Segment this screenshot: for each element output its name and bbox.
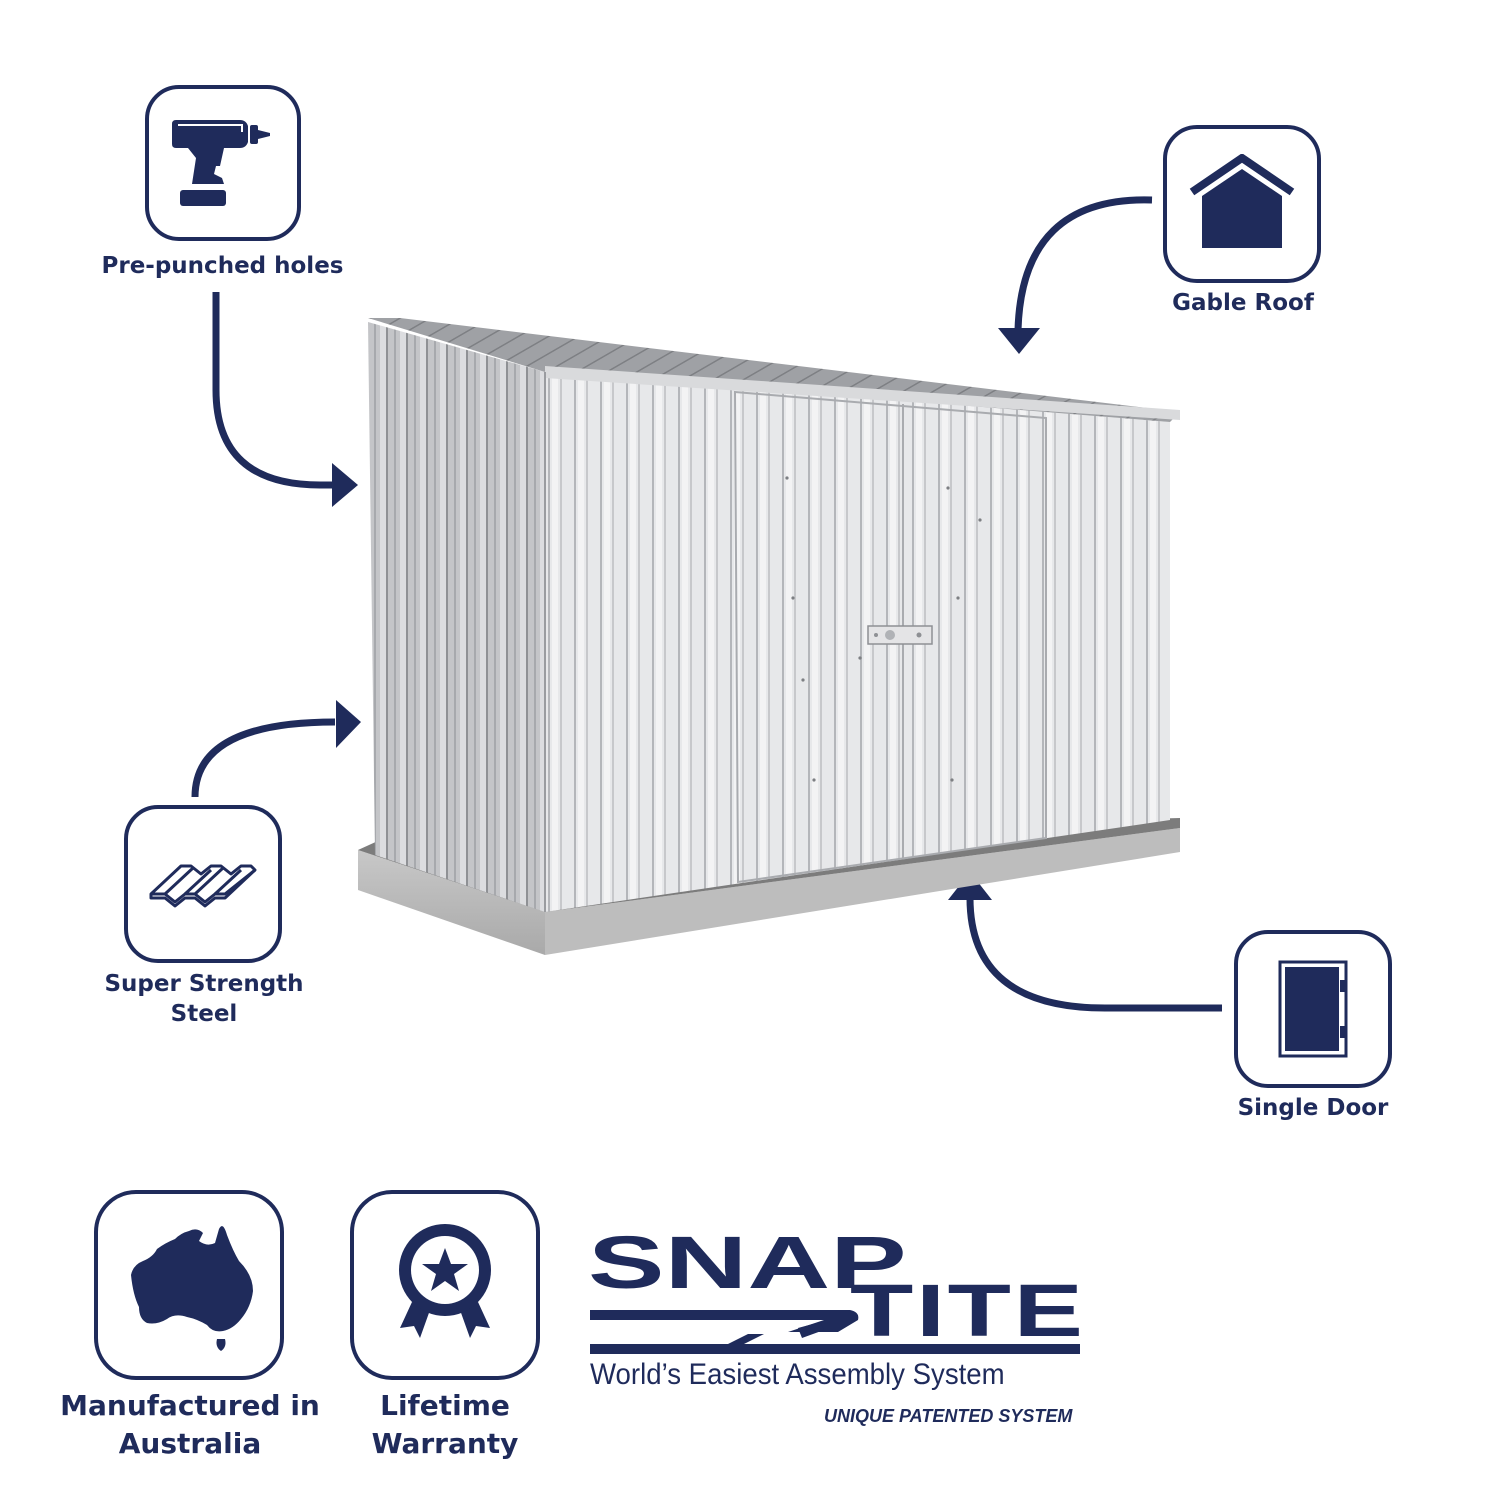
drill-icon xyxy=(172,120,270,206)
warranty-line2: Warranty xyxy=(371,1426,519,1460)
super-strength-line2: Steel xyxy=(170,1000,238,1027)
australia-line1: Manufactured in xyxy=(60,1389,320,1422)
arrow-gable-roof xyxy=(1014,196,1153,331)
warranty-line1: Lifetime xyxy=(380,1389,510,1422)
house-icon xyxy=(1189,154,1295,248)
feature-gable-roof-icon-box xyxy=(1163,125,1321,283)
super-strength-line1: Super Strength xyxy=(104,971,304,997)
australia-line2: Australia xyxy=(118,1426,262,1460)
arrow-pre-punched xyxy=(212,292,332,489)
badge-warranty-label: Lifetime Warranty xyxy=(340,1387,550,1463)
feature-pre-punched-holes-icon-box xyxy=(145,85,301,241)
feature-super-strength-steel-icon-box xyxy=(124,805,282,963)
corrugated-steel-icon xyxy=(149,864,257,908)
feature-single-door-icon-box xyxy=(1234,930,1392,1088)
arrow-single-door xyxy=(966,897,1222,1012)
front-wall xyxy=(545,372,1170,912)
feature-pre-punched-holes-label: Pre-punched holes xyxy=(101,253,344,279)
concrete-base-front xyxy=(545,828,1180,955)
roof-edge xyxy=(545,366,1180,420)
badge-australia-label: Manufactured in Australia xyxy=(52,1387,328,1463)
arrow-head-right-1 xyxy=(332,463,358,507)
concrete-base-side xyxy=(358,850,545,955)
feature-gable-roof-label: Gable Roof xyxy=(1172,290,1314,316)
feature-super-strength-steel-label: Super Strength Steel xyxy=(90,970,318,1030)
side-wall xyxy=(368,322,545,912)
arrow-super-strength xyxy=(191,718,336,798)
arrow-head-right-2 xyxy=(336,700,361,748)
logo-tagline: World’s Easiest Assembly System xyxy=(590,1358,1005,1391)
feature-single-door-label: Single Door xyxy=(1237,1095,1389,1121)
australia-map-icon xyxy=(131,1226,253,1351)
award-ribbon-icon xyxy=(399,1224,491,1338)
arrow-head-down xyxy=(998,328,1040,354)
logo-subtagline: UNIQUE PATENTED SYSTEM xyxy=(824,1406,1073,1426)
badge-warranty-icon-box xyxy=(350,1190,540,1380)
snaptite-logo: SNAP TITE World’s Easiest Assembly Syste… xyxy=(588,1221,1086,1433)
logo-word-tite: TITE xyxy=(850,1269,1086,1352)
logo-underline-bars xyxy=(590,1310,1080,1354)
door-lock-hasp xyxy=(867,625,933,645)
logo-word-snap: SNAP xyxy=(588,1221,907,1304)
badge-australia-icon-box xyxy=(94,1190,284,1380)
shed-image xyxy=(358,318,1180,955)
door-icon xyxy=(1278,960,1348,1058)
